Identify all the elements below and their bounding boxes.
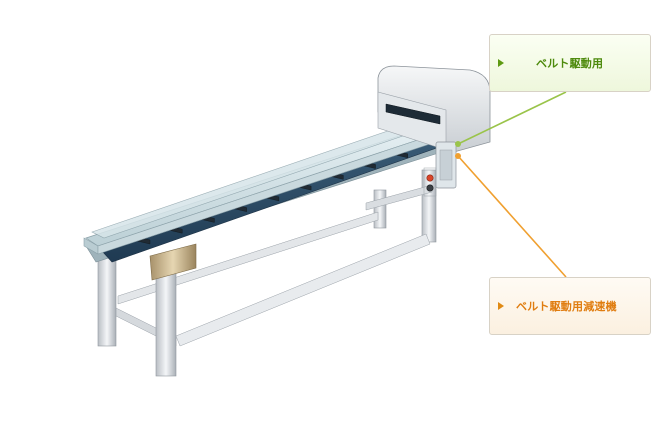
conveyor-body (83, 119, 449, 281)
callout-arrow-icon (498, 59, 504, 67)
leader-dot-reducer (455, 153, 461, 159)
indicator-light-red (426, 174, 434, 182)
back-legs (365, 169, 437, 243)
drive-housing (377, 65, 491, 197)
callout-belt-drive: ベルト駆動用 (489, 34, 651, 92)
leader-dot-belt-drive (455, 141, 461, 147)
callout-arrow-icon (498, 302, 504, 310)
callout-belt-drive-reducer: ベルト駆動用減速機 (489, 277, 651, 335)
leader-line-belt-drive (457, 91, 567, 145)
leader-lines (455, 91, 567, 278)
callout-belt-drive-label: ベルト駆動用 (536, 57, 604, 70)
leader-line-reducer (457, 155, 567, 278)
indicator-light-dark (426, 184, 434, 192)
callout-reducer-label: ベルト駆動用減速機 (516, 300, 617, 313)
